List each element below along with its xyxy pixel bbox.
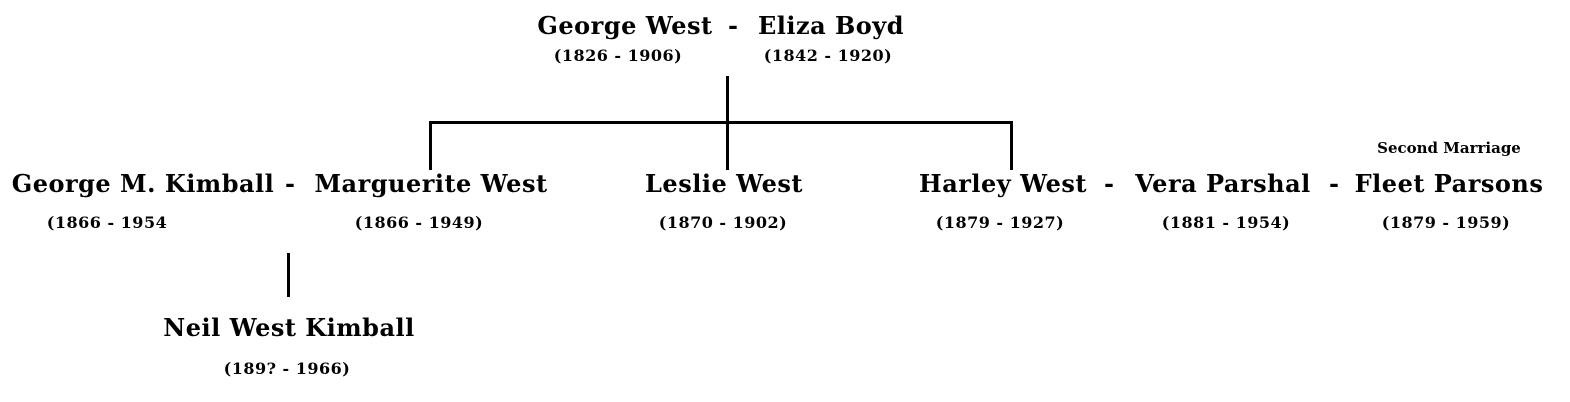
spouse-separator-harley-vera: -	[1104, 169, 1114, 198]
person-name-leslie-west: Leslie West	[645, 169, 803, 198]
person-dates-george-west: (1826 - 1906)	[553, 46, 683, 65]
person-name-george-west: George West	[537, 11, 713, 40]
person-dates-leslie-west: (1870 - 1902)	[658, 213, 788, 232]
connector-drop-leslie-line	[726, 121, 729, 170]
person-dates-neil-west-kimball: (189? - 1966)	[223, 359, 351, 378]
connector-drop-marguerite-line	[429, 121, 432, 170]
person-dates-harley-west: (1879 - 1927)	[935, 213, 1065, 232]
spouse-separator-vera-fleet: -	[1329, 169, 1339, 198]
person-dates-fleet-parsons: (1879 - 1959)	[1381, 213, 1511, 232]
connector-drop-harley-line	[1010, 121, 1013, 170]
person-dates-vera-parshal: (1881 - 1954)	[1161, 213, 1291, 232]
person-name-marguerite-west: Marguerite West	[314, 169, 548, 198]
second-marriage-label: Second Marriage	[1377, 139, 1521, 157]
connector-parents-stem-line	[726, 76, 729, 122]
connector-sibling-bar-line	[429, 121, 1013, 124]
person-name-vera-parshal: Vera Parshal	[1135, 169, 1311, 198]
person-dates-eliza-boyd: (1842 - 1920)	[763, 46, 893, 65]
person-name-eliza-boyd: Eliza Boyd	[757, 11, 905, 40]
person-name-george-m-kimball: George M. Kimball	[11, 169, 275, 198]
person-name-fleet-parsons: Fleet Parsons	[1354, 169, 1544, 198]
person-name-neil-west-kimball: Neil West Kimball	[163, 313, 415, 342]
connector-drop-neil-line	[287, 253, 290, 297]
person-name-harley-west: Harley West	[919, 169, 1087, 198]
person-dates-george-m-kimball: (1866 - 1954	[46, 213, 168, 232]
person-dates-marguerite-west: (1866 - 1949)	[354, 213, 484, 232]
spouse-separator-george-eliza: -	[728, 11, 738, 40]
spouse-separator-kimball-marguerite: -	[285, 169, 295, 198]
